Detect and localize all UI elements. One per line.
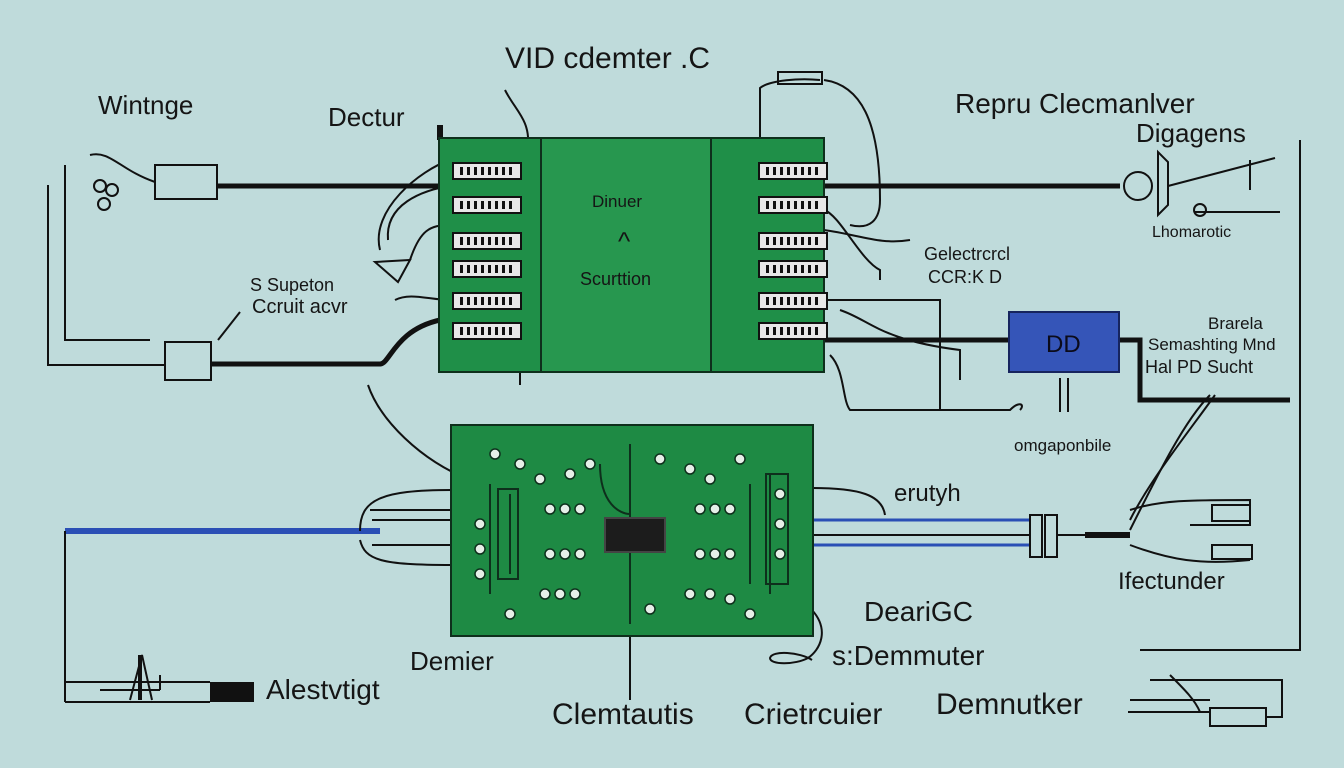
label-electrical-2: CCR:K D <box>928 267 1003 287</box>
ic-chip <box>604 517 666 553</box>
label-top-board-2: Scurttion <box>580 269 652 289</box>
connector-pins <box>758 232 828 250</box>
connector-pins <box>758 196 828 214</box>
label-hal-pd: Hal PD Sucht <box>1145 357 1254 377</box>
board-core-panel <box>540 139 712 371</box>
connector-pins <box>452 292 522 310</box>
label-crietrcuier: Crietrcuier <box>744 698 883 731</box>
dd-module: DD <box>1008 311 1120 373</box>
connector-pins <box>452 322 522 340</box>
label-demnutker: Demnutker <box>936 688 1083 721</box>
connector-pins <box>452 162 522 180</box>
label-electrical-1: Gelectrcrcl <box>924 244 1011 264</box>
label-left-title: Wintnge <box>98 90 194 120</box>
label-s-supeton-1: S Supeton <box>250 275 335 295</box>
connector-pins <box>758 260 828 278</box>
board-traces <box>474 444 789 624</box>
connector-pins <box>758 162 828 180</box>
label-omgaponible: omgaponbile <box>1014 436 1112 455</box>
label-semaskting: Semashting Mnd <box>1148 335 1276 354</box>
label-ifectunder: Ifectunder <box>1118 568 1225 595</box>
caret-glyph: ^ <box>618 226 631 256</box>
connector-pins <box>758 322 828 340</box>
label-alestvigt: Alestvtigt <box>266 674 380 705</box>
label-top-title: VID cdemter .C <box>505 42 711 75</box>
label-deactur: Dectur <box>328 102 405 132</box>
connector-pins <box>452 196 522 214</box>
connector-pins <box>758 292 828 310</box>
dd-module-label: DD <box>1046 331 1081 358</box>
label-erutyh: erutyh <box>894 480 961 507</box>
connector-pins <box>452 232 522 250</box>
label-demier: Demier <box>410 646 494 676</box>
label-top-board-1: Dinuer <box>592 192 643 211</box>
label-briarela: Brarela <box>1208 314 1263 333</box>
connector-pins <box>452 260 522 278</box>
label-right-title-1: Repru Clecmanlver <box>955 88 1195 119</box>
label-clemtautis: Clemtautis <box>552 698 694 731</box>
label-s-demmuter: s:Demmuter <box>832 640 985 671</box>
label-s-supeton-2: Ccruit acvr <box>252 296 348 318</box>
label-lihomarotic: Lhomarotic <box>1152 224 1232 241</box>
label-dearigc: DeariGC <box>864 596 973 627</box>
label-right-title-2: Digagens <box>1136 118 1246 148</box>
